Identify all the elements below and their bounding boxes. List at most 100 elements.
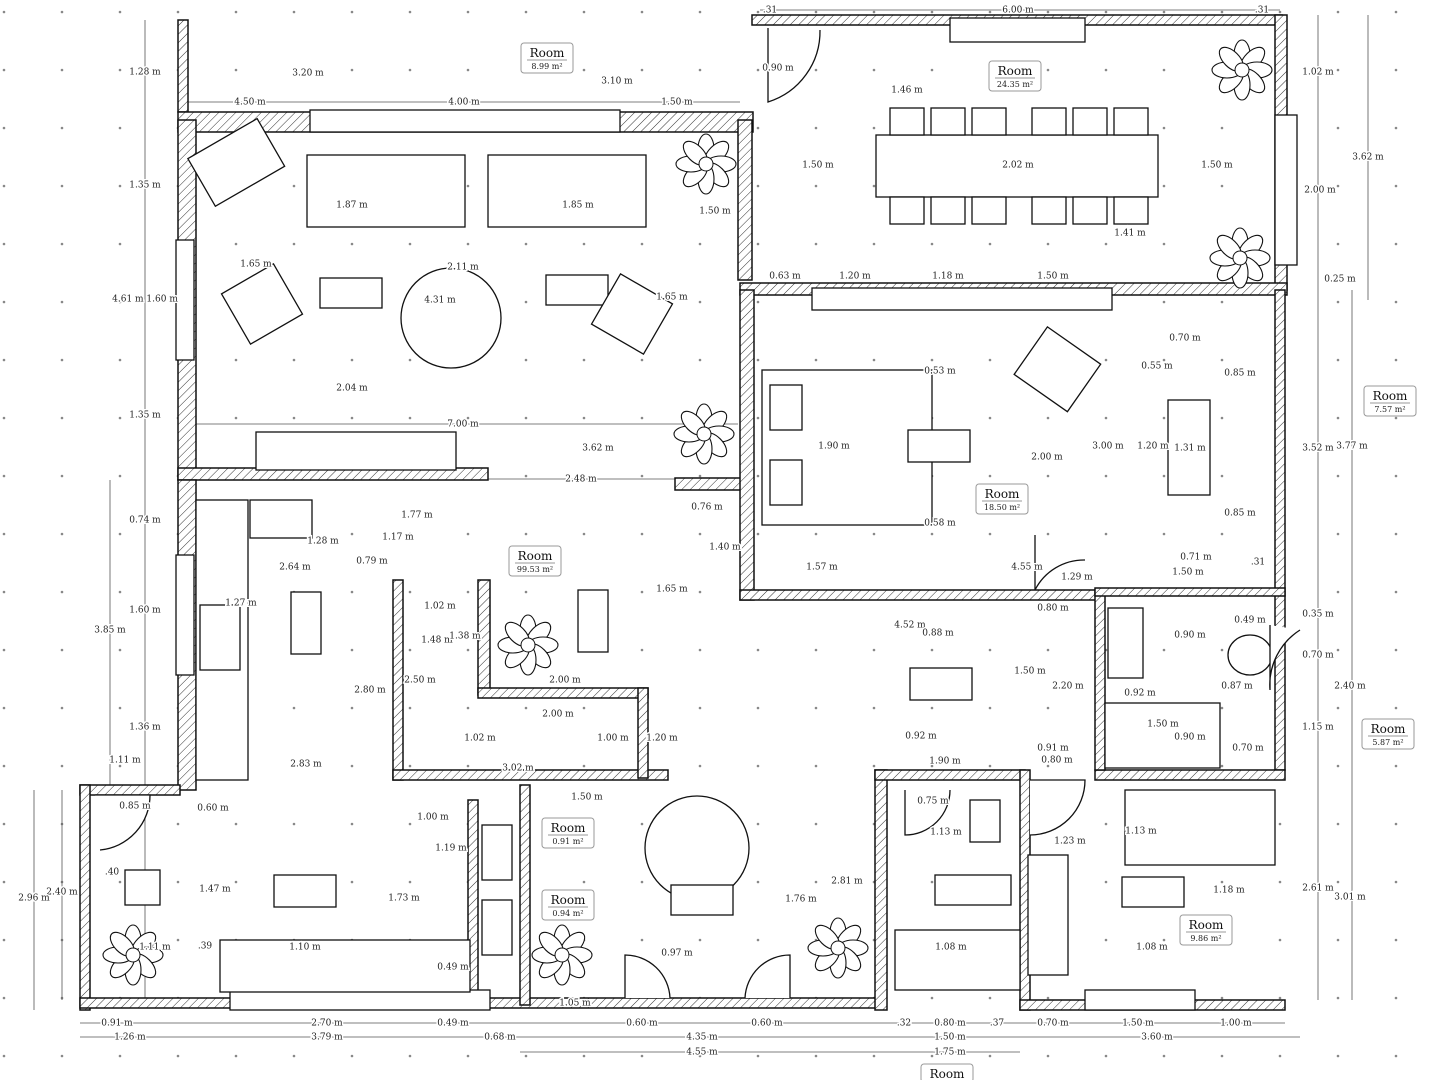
table bbox=[909, 667, 973, 701]
door bbox=[1029, 779, 1086, 836]
room-label[interactable]: Room 18.50 m² bbox=[975, 483, 1029, 515]
dimension-label: 4.35 m bbox=[686, 1033, 718, 1043]
dimension-label: 0.68 m bbox=[484, 1033, 516, 1043]
tv-unit bbox=[255, 431, 457, 471]
door bbox=[767, 28, 821, 103]
dimension-label: 2.64 m bbox=[279, 563, 311, 573]
dimension-label: 1.27 m bbox=[225, 599, 257, 609]
dimension-label: 4.52 m bbox=[894, 621, 926, 631]
sink bbox=[969, 799, 1001, 843]
room-area: 99.53 m² bbox=[517, 565, 553, 574]
stove bbox=[249, 499, 313, 539]
room-name: Room bbox=[518, 549, 553, 563]
table bbox=[577, 589, 609, 653]
plant-icon bbox=[497, 614, 559, 676]
dimension-label: 7.00 m bbox=[447, 420, 479, 430]
door bbox=[95, 794, 151, 851]
table bbox=[907, 429, 971, 463]
plant-icon bbox=[807, 917, 869, 979]
doors[interactable] bbox=[95, 28, 1301, 999]
dimension-label: 1.00 m bbox=[417, 813, 449, 823]
dimension-label: 3.62 m bbox=[1352, 153, 1384, 163]
room-area: 18.50 m² bbox=[984, 503, 1020, 512]
dimension-label: 1.28 m bbox=[307, 537, 339, 547]
dimension-label: 1.65 m bbox=[656, 293, 688, 303]
dimension-label: 1.77 m bbox=[401, 511, 433, 521]
room-area: 0.94 m² bbox=[552, 909, 583, 918]
dimension-label: 4.31 m bbox=[424, 296, 456, 306]
dimension-label: .32 bbox=[897, 1019, 911, 1029]
room-label[interactable]: Room bbox=[920, 1063, 974, 1080]
shower bbox=[1104, 702, 1221, 769]
dimension-label: .31 bbox=[1251, 558, 1265, 568]
dimension-label: 1.90 m bbox=[929, 757, 961, 767]
dimension-label: 2.80 m bbox=[354, 686, 386, 696]
dimension-label: 1.13 m bbox=[930, 828, 962, 838]
dimension-label: 0.70 m bbox=[1169, 334, 1201, 344]
dimension-label: 0.90 m bbox=[1174, 733, 1206, 743]
dimension-label: 0.91 m bbox=[101, 1019, 133, 1029]
dimension-label: 0.74 m bbox=[129, 516, 161, 526]
dimension-label: 0.49 m bbox=[437, 963, 469, 973]
dimension-label: 2.96 m bbox=[18, 894, 50, 904]
dimension-label: 1.19 m bbox=[435, 844, 467, 854]
plant-icon bbox=[675, 133, 737, 195]
dimension-label: 1.48 m bbox=[421, 636, 453, 646]
room-label[interactable]: Room 99.53 m² bbox=[508, 545, 562, 577]
dimension-label: .39 bbox=[198, 942, 213, 952]
table bbox=[670, 884, 734, 916]
dimension-label: 1.18 m bbox=[932, 272, 964, 282]
dimension-label: 0.60 m bbox=[626, 1019, 658, 1029]
dimension-label: 1.00 m bbox=[1220, 1019, 1252, 1029]
dimension-label: 0.90 m bbox=[1174, 631, 1206, 641]
dimension-label: 1.20 m bbox=[1137, 442, 1169, 452]
dimension-label: 1.50 m bbox=[1172, 568, 1204, 578]
room-area: 5.87 m² bbox=[1372, 738, 1403, 747]
dimension-label: 2.11 m bbox=[447, 263, 479, 273]
dimension-label: 2.61 m bbox=[1302, 884, 1334, 894]
dimension-label: 1.65 m bbox=[240, 260, 272, 270]
bed bbox=[1124, 789, 1276, 866]
dimension-label: 1.02 m bbox=[424, 602, 456, 612]
dimension-label: .31 bbox=[763, 6, 777, 16]
dimension-label: .40 bbox=[105, 868, 120, 878]
dimension-label: 0.70 m bbox=[1232, 744, 1264, 754]
dimension-label: 2.00 m bbox=[1031, 453, 1063, 463]
dimension-label: 0.49 m bbox=[1234, 616, 1266, 626]
shower bbox=[894, 929, 1021, 991]
dimension-label: 2.00 m bbox=[1304, 186, 1336, 196]
windows bbox=[175, 17, 1298, 1011]
room-name: Room bbox=[985, 487, 1020, 501]
dimension-label: 1.50 m bbox=[934, 1033, 966, 1043]
dimension-label: 2.70 m bbox=[311, 1019, 343, 1029]
dimension-label: 1.35 m bbox=[129, 411, 161, 421]
dimension-label: 0.85 m bbox=[1224, 369, 1256, 379]
dimension-label: 2.48 m bbox=[565, 475, 597, 485]
dimension-label: 1.60 m bbox=[129, 606, 161, 616]
door bbox=[744, 954, 791, 999]
door bbox=[1034, 535, 1086, 591]
room-label[interactable]: Room 5.87 m² bbox=[1361, 718, 1415, 750]
dimension-label: 0.85 m bbox=[1224, 509, 1256, 519]
dimension-label: 4.55 m bbox=[1011, 563, 1043, 573]
dimension-label: 0.80 m bbox=[1037, 604, 1069, 614]
room-name: Room bbox=[1371, 722, 1406, 736]
plant-icon bbox=[102, 924, 164, 986]
room-area: 7.57 m² bbox=[1374, 405, 1405, 414]
dimension-label: 1.35 m bbox=[129, 181, 161, 191]
dimension-label: 1.18 m bbox=[1213, 886, 1245, 896]
dimension-label: 1.20 m bbox=[839, 272, 871, 282]
room-area: 0.91 m² bbox=[552, 837, 583, 846]
dimension-label: 1.02 m bbox=[464, 734, 496, 744]
dimension-label: 2.04 m bbox=[336, 384, 368, 394]
table bbox=[273, 874, 337, 908]
dimension-label: 1.50 m bbox=[1014, 667, 1046, 677]
